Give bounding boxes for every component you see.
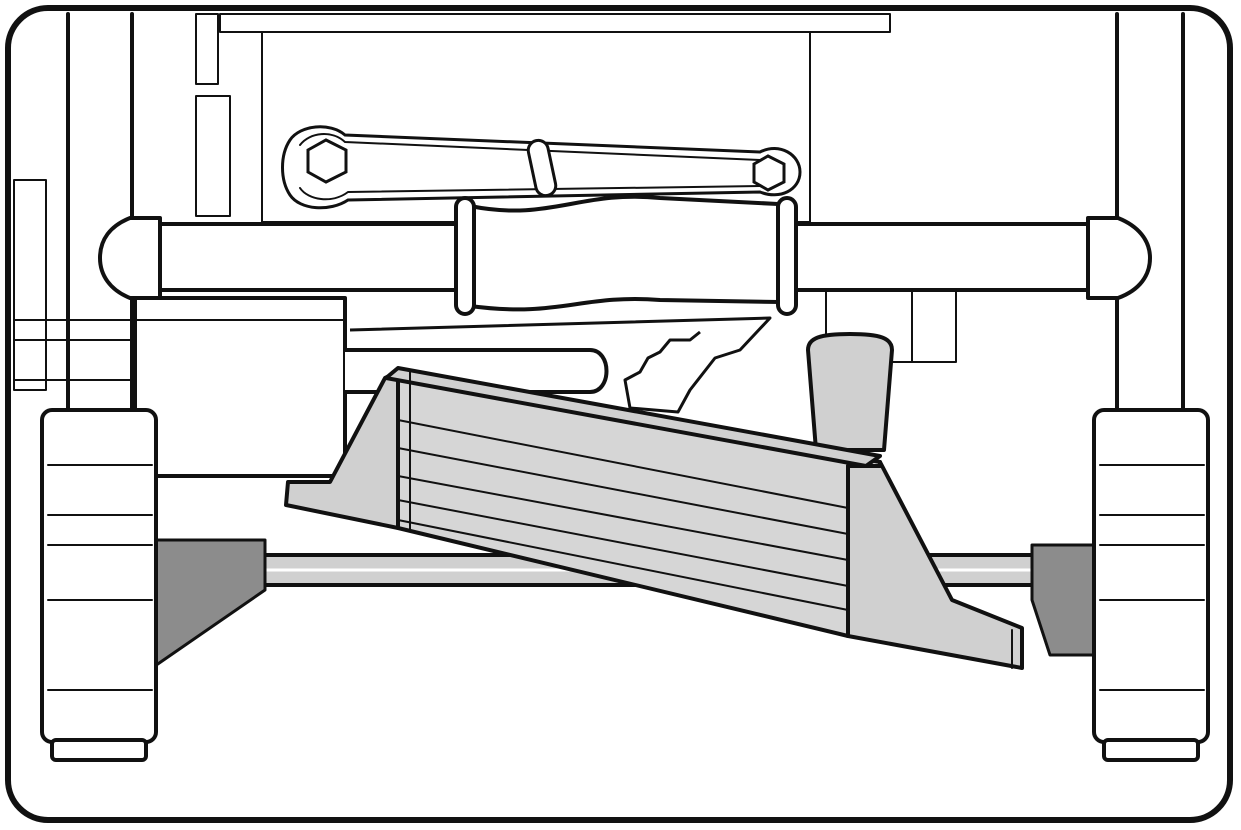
blade-adjustment-tool bbox=[284, 366, 1024, 670]
hex-nut-left bbox=[306, 138, 348, 184]
tool-top-rim bbox=[384, 366, 882, 468]
left-wheel bbox=[40, 408, 158, 762]
handle-end-cap-right bbox=[1086, 216, 1152, 300]
hex-nut-right bbox=[752, 154, 786, 192]
lever bbox=[806, 332, 894, 452]
grip-ring-right bbox=[776, 196, 798, 316]
handle-end-cap-left bbox=[98, 216, 162, 300]
handle-grip bbox=[468, 194, 780, 312]
left-mount-block bbox=[133, 296, 347, 478]
linkage-pin bbox=[526, 138, 558, 198]
handle-bar bbox=[98, 194, 1152, 316]
right-wheel-hub bbox=[1030, 543, 1100, 657]
linkage-arm bbox=[281, 125, 802, 210]
grip-ring-left bbox=[454, 196, 476, 316]
right-side-frame bbox=[1115, 12, 1185, 412]
right-wheel bbox=[1092, 408, 1210, 762]
left-side-frame bbox=[13, 12, 134, 412]
